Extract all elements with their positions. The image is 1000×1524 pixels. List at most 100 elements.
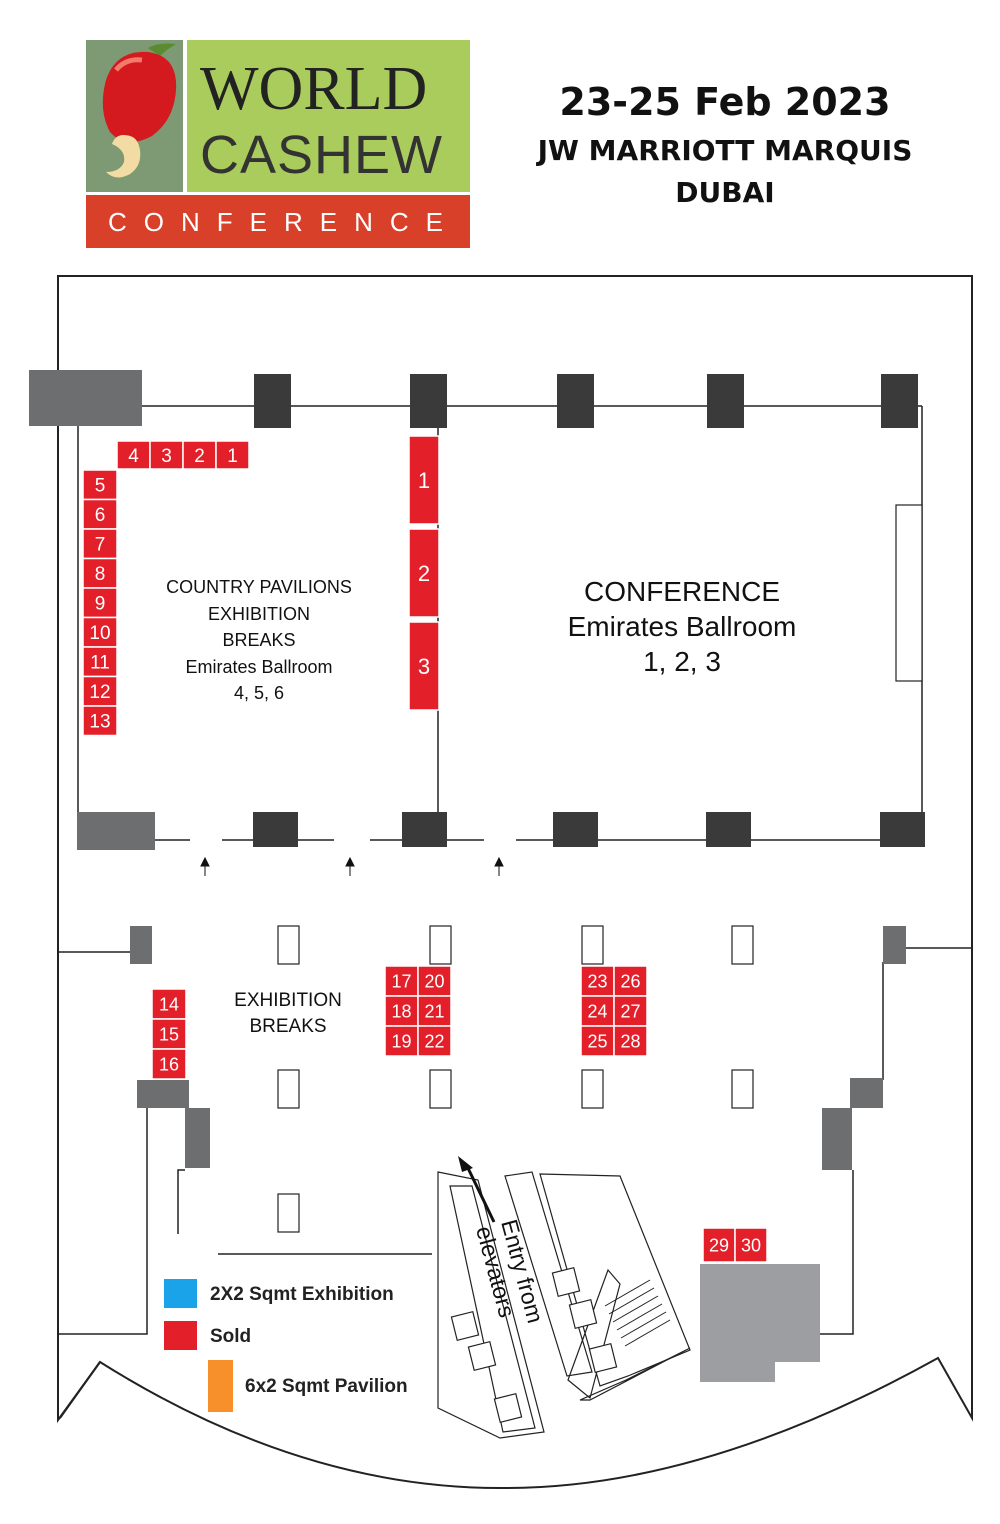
- booth-box[interactable]: [417, 965, 452, 997]
- logo-conference-text: CONFERENCE: [107, 207, 460, 237]
- pillars: [253, 374, 925, 847]
- booth-number: 26: [620, 971, 640, 991]
- booth-26[interactable]: 26: [613, 965, 648, 997]
- legend-label-exhibition: 2X2 Sqmt Exhibition: [210, 1284, 394, 1305]
- booth-box[interactable]: [82, 498, 118, 530]
- booth-14[interactable]: 14: [151, 988, 187, 1020]
- booth-1[interactable]: 1: [215, 440, 250, 470]
- event-venue: JW MARRIOTT MARQUIS: [537, 134, 913, 167]
- booth-box[interactable]: [417, 1025, 452, 1057]
- svg-text:CONFERENCE: CONFERENCE: [584, 576, 780, 607]
- booth-box[interactable]: [151, 1018, 187, 1050]
- booth-number: 15: [159, 1024, 179, 1044]
- booth-number: 6: [95, 505, 106, 526]
- booth-4[interactable]: 4: [116, 440, 151, 470]
- booth-box[interactable]: [82, 705, 118, 737]
- booth-box[interactable]: [384, 995, 419, 1027]
- booth-box[interactable]: [580, 965, 615, 997]
- booth-2[interactable]: 2: [408, 528, 440, 618]
- legend-swatch-pavilion: [208, 1360, 233, 1412]
- booth-16[interactable]: 16: [151, 1048, 187, 1080]
- booth-15[interactable]: 15: [151, 1018, 187, 1050]
- booth-number: 30: [741, 1235, 761, 1255]
- booth-30[interactable]: 30: [734, 1227, 768, 1263]
- booth-number: 2: [418, 561, 430, 586]
- booth-25[interactable]: 25: [580, 1025, 615, 1057]
- booth-box[interactable]: [408, 435, 440, 525]
- foyer-pillars: [130, 926, 906, 1170]
- booth-box[interactable]: [417, 995, 452, 1027]
- booth-number: 20: [424, 971, 444, 991]
- booth-17[interactable]: 17: [384, 965, 419, 997]
- foyer-walls: [58, 947, 972, 1335]
- booth-box[interactable]: [734, 1227, 768, 1263]
- booth-number: 22: [424, 1031, 444, 1051]
- event-dates: 23-25 Feb 2023: [559, 80, 891, 124]
- booth-29[interactable]: 29: [702, 1227, 736, 1263]
- svg-text:BREAKS: BREAKS: [222, 630, 295, 650]
- booth-5[interactable]: 5: [82, 469, 118, 501]
- booth-22[interactable]: 22: [417, 1025, 452, 1057]
- booth-6[interactable]: 6: [82, 498, 118, 530]
- booth-box[interactable]: [215, 440, 250, 470]
- booth-number: 23: [587, 971, 607, 991]
- booth-number: 3: [161, 446, 172, 467]
- logo-world-text: WORLD: [200, 55, 428, 123]
- booth-box[interactable]: [580, 1025, 615, 1057]
- booth-8[interactable]: 8: [82, 557, 118, 589]
- booth-box[interactable]: [702, 1227, 736, 1263]
- legend-swatch-sold: [164, 1321, 197, 1350]
- booth-number: 12: [89, 682, 110, 703]
- booth-box[interactable]: [82, 557, 118, 589]
- booth-box[interactable]: [151, 1048, 187, 1080]
- booth-box[interactable]: [82, 646, 118, 678]
- booth-21[interactable]: 21: [417, 995, 452, 1027]
- booth-28[interactable]: 28: [613, 1025, 648, 1057]
- foyer-columns: [277, 925, 754, 1233]
- conference-room-label: CONFERENCE Emirates Ballroom 1, 2, 3: [568, 576, 797, 677]
- world-cashew-logo: WORLD CASHEW CONFERENCE: [86, 40, 470, 248]
- booth-19[interactable]: 19: [384, 1025, 419, 1057]
- booth-number: 17: [391, 971, 411, 991]
- booth-box[interactable]: [82, 587, 118, 619]
- booth-24[interactable]: 24: [580, 995, 615, 1027]
- booth-3[interactable]: 3: [149, 440, 184, 470]
- svg-text:EXHIBITION: EXHIBITION: [208, 604, 310, 624]
- booth-box[interactable]: [82, 675, 118, 707]
- booth-13[interactable]: 13: [82, 705, 118, 737]
- booth-box[interactable]: [613, 1025, 648, 1057]
- booth-number: 5: [95, 476, 106, 497]
- booth-box[interactable]: [408, 621, 440, 711]
- booth-box[interactable]: [613, 995, 648, 1027]
- wall-block-top-left: [29, 370, 142, 426]
- logo-cashew-panel: [86, 40, 183, 192]
- conference-side-panel: [895, 504, 923, 682]
- booth-3[interactable]: 3: [408, 621, 440, 711]
- booth-23[interactable]: 23: [580, 965, 615, 997]
- svg-text:Emirates Ballroom: Emirates Ballroom: [568, 611, 797, 642]
- booth-12[interactable]: 12: [82, 675, 118, 707]
- booth-9[interactable]: 9: [82, 587, 118, 619]
- building-outline: [57, 275, 973, 1490]
- booth-11[interactable]: 11: [82, 646, 118, 678]
- legend-label-sold: Sold: [210, 1326, 251, 1347]
- booth-7[interactable]: 7: [82, 528, 118, 560]
- booth-10[interactable]: 10: [82, 616, 118, 648]
- booth-number: 14: [159, 994, 179, 1014]
- booth-number: 19: [391, 1031, 411, 1051]
- booth-27[interactable]: 27: [613, 995, 648, 1027]
- escalator-steps: [604, 1279, 671, 1347]
- booth-20[interactable]: 20: [417, 965, 452, 997]
- booth-1[interactable]: 1: [408, 435, 440, 525]
- booth-box[interactable]: [408, 528, 440, 618]
- legend: 2X2 Sqmt Exhibition Sold 6x2 Sqmt Pavili…: [164, 1279, 408, 1412]
- booth-box[interactable]: [82, 469, 118, 501]
- booth-number: 27: [620, 1001, 640, 1021]
- booth-box[interactable]: [82, 528, 118, 560]
- booth-18[interactable]: 18: [384, 995, 419, 1027]
- booth-2[interactable]: 2: [182, 440, 217, 470]
- svg-text:4, 5, 6: 4, 5, 6: [234, 683, 284, 703]
- cashew-fruit-icon: [102, 43, 177, 178]
